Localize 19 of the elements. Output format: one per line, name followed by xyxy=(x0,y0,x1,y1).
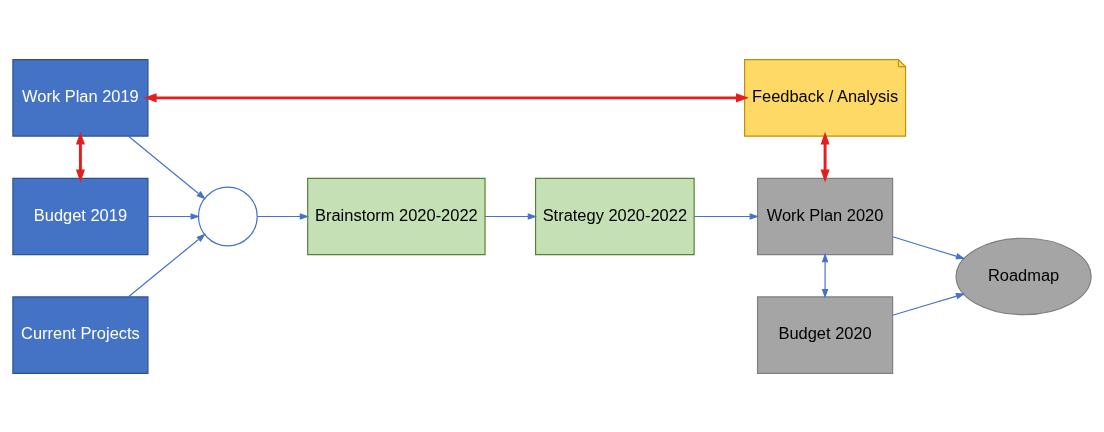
arrow xyxy=(693,212,759,220)
arrow xyxy=(143,92,749,102)
node-box: Budget 2020 xyxy=(756,295,894,374)
arrow xyxy=(147,212,200,220)
arrow xyxy=(892,292,966,316)
arrow xyxy=(127,233,206,298)
node-box: Current Projects xyxy=(12,295,149,374)
arrow xyxy=(892,235,966,259)
arrow xyxy=(75,131,85,182)
node-box: Strategy 2020-2022 xyxy=(534,177,695,255)
arrow xyxy=(484,212,538,220)
node-box: Work Plan 2019 xyxy=(12,58,149,137)
node-box: Work Plan 2020 xyxy=(756,177,894,255)
arrow xyxy=(127,134,206,199)
node-box: Brainstorm 2020-2022 xyxy=(307,177,486,255)
arrow xyxy=(256,212,310,220)
arrow xyxy=(821,252,829,298)
arrow xyxy=(820,131,830,182)
node-box: Budget 2019 xyxy=(12,177,149,255)
